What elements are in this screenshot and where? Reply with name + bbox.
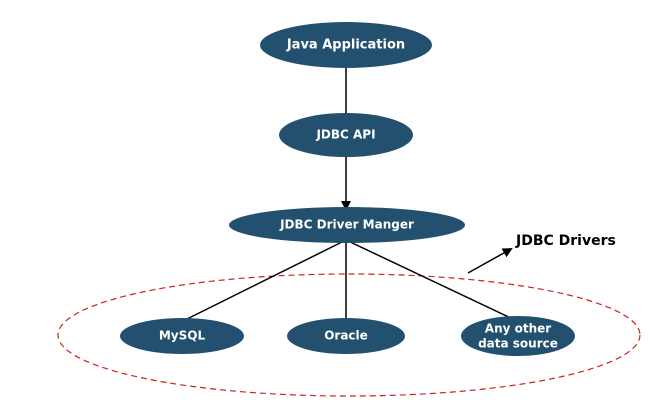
node-driver-manager: JDBC Driver Manger bbox=[229, 207, 465, 243]
node-jdbc-api-shape bbox=[279, 113, 413, 157]
jdbc-drivers-label: JDBC Drivers bbox=[515, 233, 616, 249]
connector-manager-to-other bbox=[345, 239, 518, 322]
node-mysql-label: MySQL bbox=[159, 329, 206, 343]
node-oracle: Oracle bbox=[287, 318, 405, 354]
node-oracle-label: Oracle bbox=[324, 329, 368, 343]
node-java-application: Java Application bbox=[260, 22, 432, 68]
arrow-to-jdbc-drivers-label bbox=[467, 248, 513, 274]
node-jdbc-api: JDBC API bbox=[279, 113, 413, 157]
node-any-other-line2: data source bbox=[478, 337, 558, 351]
connector-manager-to-mysql bbox=[182, 239, 347, 322]
node-any-other-line1: Any other bbox=[485, 322, 551, 336]
node-java-application-label: Java Application bbox=[286, 38, 405, 53]
node-mysql-shape bbox=[120, 318, 244, 354]
node-any-other-data-source-shape bbox=[461, 316, 575, 356]
node-driver-manager-label: JDBC Driver Manger bbox=[279, 218, 414, 232]
node-mysql: MySQL bbox=[120, 318, 244, 354]
jdbc-drivers-group-boundary bbox=[57, 273, 641, 397]
node-driver-manager-shape bbox=[229, 207, 465, 243]
node-oracle-shape bbox=[287, 318, 405, 354]
node-jdbc-api-label: JDBC API bbox=[315, 128, 375, 142]
node-java-application-shape bbox=[260, 22, 432, 68]
node-any-other-data-source: Any other data source bbox=[461, 316, 575, 356]
